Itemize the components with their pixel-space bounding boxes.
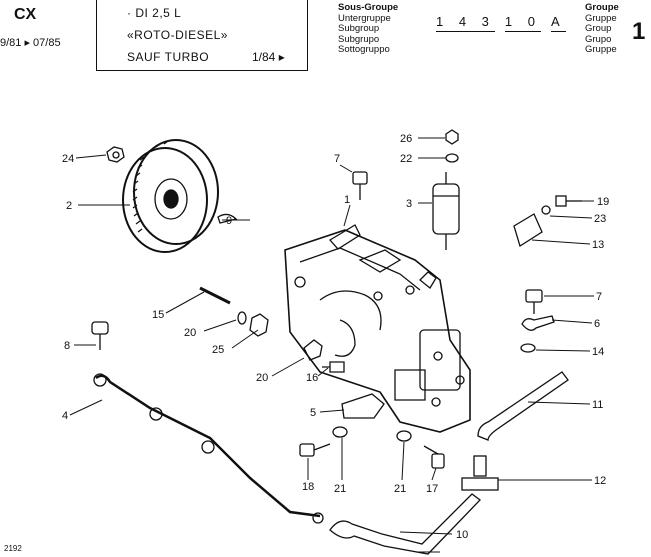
group-label-fr: Groupe bbox=[585, 2, 619, 13]
engine-info-line-2: «ROTO-DIESEL» bbox=[127, 28, 228, 42]
control-rod bbox=[93, 373, 324, 524]
washer-20a bbox=[237, 311, 247, 325]
screw-18 bbox=[299, 443, 331, 457]
callout-15: 15 bbox=[152, 309, 164, 321]
group-label-es: Grupo bbox=[585, 33, 612, 45]
pipe-10 bbox=[329, 493, 481, 555]
callout-5: 5 bbox=[310, 407, 316, 419]
stop-solenoid bbox=[432, 172, 460, 250]
callout-2: 2 bbox=[66, 200, 72, 212]
engine-info-line-1: · DI 2,5 L bbox=[127, 6, 182, 20]
callout-25: 25 bbox=[212, 344, 224, 356]
callout-8: 8 bbox=[64, 340, 70, 352]
callout-22: 22 bbox=[400, 153, 412, 165]
group-label-it: Gruppe bbox=[585, 44, 617, 55]
banjo-union-6 bbox=[521, 315, 555, 331]
banjo-bolt-7 bbox=[525, 289, 543, 314]
callout-26: 26 bbox=[400, 133, 412, 145]
engine-info-box: · DI 2,5 L «ROTO-DIESEL» SAUF TURBO 1/84… bbox=[96, 0, 308, 71]
washer-14 bbox=[520, 343, 536, 353]
callout-21: 21 bbox=[394, 483, 406, 495]
nut-26 bbox=[445, 129, 459, 145]
subgroup-code-part-2: 1 0 bbox=[504, 14, 541, 32]
washer-21a bbox=[332, 426, 348, 438]
callout-9: 9 bbox=[226, 215, 232, 227]
callout-3: 3 bbox=[406, 198, 412, 210]
subgroup-label-it: Sottogruppo bbox=[338, 44, 390, 55]
callout-7: 7 bbox=[596, 291, 602, 303]
callout-labels: 24 2 9 7 1 26 22 3 19 23 13 7 6 14 15 20 25 8 20 16 4 5 11 12 18… bbox=[62, 133, 609, 541]
callout-16: 16 bbox=[306, 372, 318, 384]
callout-1: 1 bbox=[344, 194, 350, 206]
cover-plate-13 bbox=[513, 213, 543, 248]
subgroup-label-de: Untergruppe bbox=[338, 12, 391, 24]
callout-20: 20 bbox=[256, 372, 268, 384]
washer-22 bbox=[445, 153, 459, 163]
callout-24: 24 bbox=[62, 153, 74, 165]
bolt-7-top bbox=[352, 171, 368, 200]
subgroup-code-part-1: 1 4 3 bbox=[436, 14, 495, 32]
model-label: CX bbox=[14, 6, 37, 23]
callout-18: 18 bbox=[302, 481, 314, 493]
date-range: 9/81 ▸ 07/85 bbox=[0, 37, 61, 49]
group-labels: Groupe Gruppe Group Grupo Gruppe bbox=[585, 2, 619, 56]
engine-info-line-3: SAUF TURBO bbox=[127, 50, 210, 64]
woodruff-key bbox=[217, 213, 238, 224]
bracket-5 bbox=[341, 393, 385, 419]
callout-20: 20 bbox=[184, 327, 196, 339]
callout-23: 23 bbox=[594, 213, 606, 225]
subgroup-code-part-3: A bbox=[551, 14, 566, 32]
callout-11: 11 bbox=[592, 399, 603, 411]
subgroup-label-en: Subgroup bbox=[338, 23, 380, 34]
callout-19: 19 bbox=[597, 196, 609, 208]
leader-lines bbox=[69, 137, 594, 553]
callout-17: 17 bbox=[426, 483, 438, 495]
bolt-16 bbox=[322, 361, 345, 373]
washer-21b bbox=[396, 430, 412, 442]
washer-23 bbox=[541, 205, 551, 215]
screw-17 bbox=[423, 445, 445, 469]
subgroup-label-fr: Sous-Groupe bbox=[338, 2, 399, 13]
pipe-11 bbox=[477, 371, 569, 441]
subgroup-label-es: Subgrupo bbox=[338, 33, 380, 45]
callout-10: 10 bbox=[456, 529, 468, 541]
engine-info-page: 1/84 ▸ bbox=[252, 50, 285, 64]
bolt-8 bbox=[91, 321, 109, 350]
group-label-en: Group bbox=[585, 23, 612, 34]
callout-7: 7 bbox=[334, 153, 340, 165]
tee-connector-12 bbox=[461, 455, 499, 491]
nut-24 bbox=[106, 146, 125, 163]
group-number: 1 bbox=[632, 18, 646, 45]
callout-21: 21 bbox=[334, 483, 346, 495]
callout-13: 13 bbox=[592, 239, 604, 251]
callout-14: 14 bbox=[592, 346, 604, 358]
subgroup-code: 1 4 3 1 0 A bbox=[436, 14, 576, 32]
nut-25 bbox=[249, 313, 269, 337]
washer-20b bbox=[303, 339, 323, 361]
drawing-reference: 2192 bbox=[4, 544, 22, 553]
callout-12: 12 bbox=[594, 475, 606, 487]
callout-4: 4 bbox=[62, 410, 68, 422]
injection-pump bbox=[284, 224, 471, 433]
subgroup-labels: Sous-Groupe Untergruppe Subgroup Subgrup… bbox=[338, 2, 399, 56]
group-label-de: Gruppe bbox=[585, 12, 617, 24]
callout-6: 6 bbox=[594, 318, 600, 330]
pulley bbox=[122, 139, 219, 253]
stud-15 bbox=[199, 286, 231, 305]
